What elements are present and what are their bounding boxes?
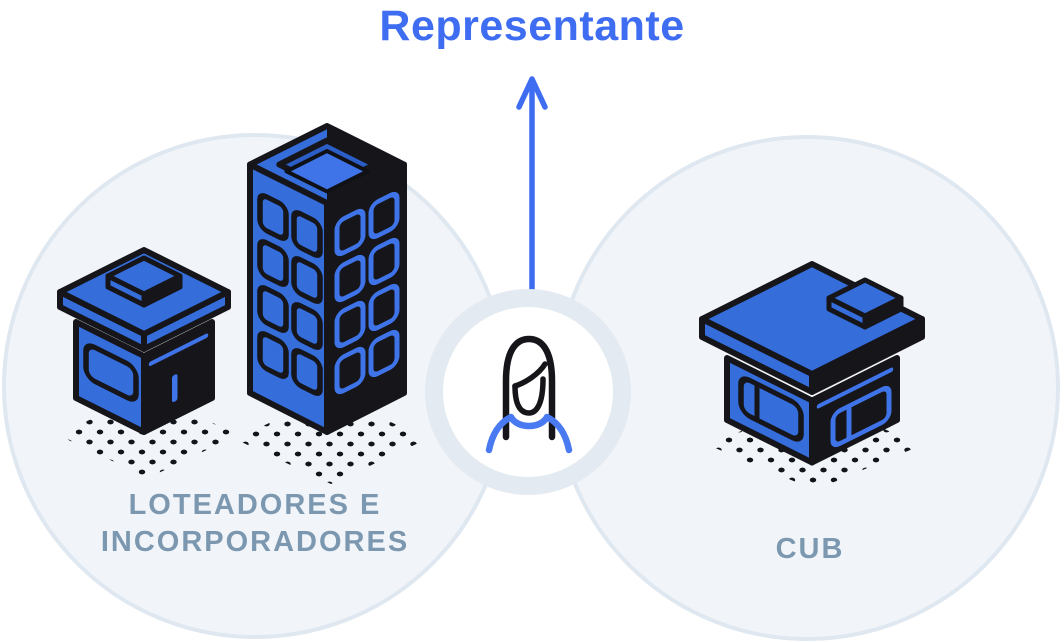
avatar	[443, 307, 613, 477]
right-group-label: CUB	[775, 533, 845, 565]
warehouse-box-icon	[699, 261, 925, 466]
person-icon	[485, 335, 573, 454]
tower-building-icon	[247, 123, 407, 435]
small-building-icon	[57, 247, 231, 435]
left-group-label: LOTEADORES E INCORPORADORES	[100, 489, 410, 558]
up-arrow-icon	[516, 76, 548, 320]
page-title: Representante	[379, 2, 685, 50]
